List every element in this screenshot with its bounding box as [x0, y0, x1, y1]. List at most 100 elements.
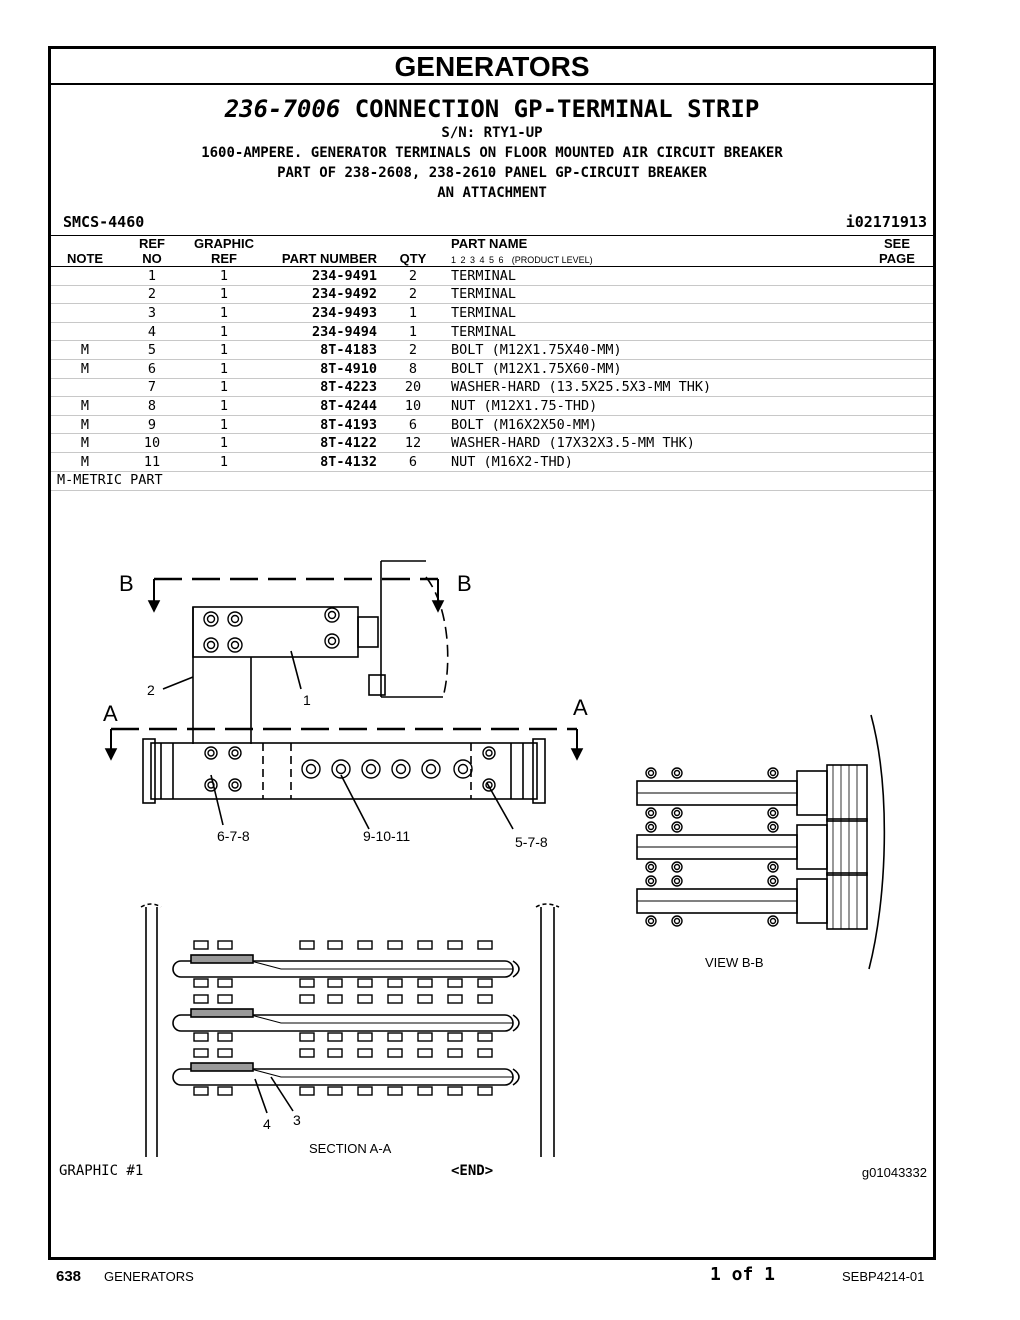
bolt-icon: [227, 637, 243, 653]
row-part-name: WASHER-HARD (17X32X3.5-MM THK): [445, 433, 861, 453]
section-title: GENERATORS: [51, 49, 933, 85]
bolt-icon: [357, 1032, 373, 1042]
row-ref-no: 7: [119, 378, 185, 398]
row-graphic-ref: 1: [185, 396, 263, 416]
metric-note: M-METRIC PART: [51, 472, 933, 491]
bolt-icon: [387, 994, 403, 1004]
bolt-icon: [477, 1048, 493, 1058]
bolt-icon: [769, 863, 777, 871]
bolt-icon: [327, 994, 343, 1004]
row-qty: 6: [381, 452, 445, 472]
bolt-icon: [301, 759, 321, 779]
bolt-icon: [217, 940, 233, 950]
bolt-icon: [673, 769, 681, 777]
row-qty: 2: [381, 340, 445, 360]
bolt-icon: [477, 1032, 493, 1042]
bolt-icon: [230, 640, 240, 650]
bolt-icon: [206, 640, 216, 650]
bolt-icon: [193, 1048, 209, 1058]
row-graphic-ref: 1: [185, 452, 263, 472]
bolt-icon: [767, 915, 779, 927]
bolt-icon: [767, 875, 779, 887]
row-see-page: [861, 322, 933, 342]
product-level-label: (PRODUCT LEVEL): [511, 255, 593, 265]
bolt-icon: [327, 610, 337, 620]
bolt-icon: [767, 861, 779, 873]
row-part-number: 8T-4244: [263, 396, 381, 416]
bolt-icon: [671, 767, 683, 779]
row-ref-no: 9: [119, 415, 185, 435]
bolt-icon: [228, 778, 242, 792]
col-note: NOTE: [51, 235, 119, 267]
bolt-icon: [673, 863, 681, 871]
bolt-icon: [447, 994, 463, 1004]
row-note: [51, 266, 119, 286]
row-part-number: 8T-4132: [263, 452, 381, 472]
row-note: [51, 378, 119, 398]
bolt-icon: [482, 778, 496, 792]
bolt-icon: [387, 1032, 403, 1042]
bolt-icon: [204, 778, 218, 792]
bolt-icon: [647, 863, 655, 871]
row-note: M: [51, 396, 119, 416]
description-line: AN ATTACHMENT: [437, 185, 547, 201]
bolt-icon: [417, 994, 433, 1004]
bolt-icon: [417, 978, 433, 988]
row-qty: 6: [381, 415, 445, 435]
bolt-icon: [645, 861, 657, 873]
row-note: [51, 303, 119, 323]
bolt-icon: [425, 763, 437, 775]
bolt-icon: [391, 759, 411, 779]
bolt-icon: [357, 1048, 373, 1058]
footer-section: GENERATORS: [104, 1269, 194, 1284]
bolt-icon: [331, 759, 351, 779]
bolt-icon: [647, 823, 655, 831]
bolt-icon: [671, 807, 683, 819]
bolt-icon: [477, 940, 493, 950]
row-part-number: 8T-4193: [263, 415, 381, 435]
bolt-icon: [671, 821, 683, 833]
bolt-icon: [647, 917, 655, 925]
row-part-name: TERMINAL: [445, 285, 861, 305]
bolt-icon: [673, 823, 681, 831]
group-name: CONNECTION GP-TERMINAL STRIP: [354, 95, 760, 123]
bolt-icon: [769, 809, 777, 817]
bolt-icon: [230, 614, 240, 624]
footer-page-count: 1 of 1: [710, 1264, 776, 1285]
bolt-icon: [485, 781, 493, 789]
bolt-icon: [324, 607, 340, 623]
bolt-icon: [767, 807, 779, 819]
callout-2: 2: [147, 682, 155, 698]
bolt-icon: [645, 915, 657, 927]
row-qty: 20: [381, 378, 445, 398]
bolt-icon: [231, 781, 239, 789]
bolt-icon: [477, 994, 493, 1004]
row-part-number: 234-9491: [263, 266, 381, 286]
row-ref-no: 1: [119, 266, 185, 286]
bolt-icon: [193, 1086, 209, 1096]
row-graphic-ref: 1: [185, 303, 263, 323]
bolt-icon: [673, 809, 681, 817]
row-see-page: [861, 433, 933, 453]
bolt-icon: [477, 978, 493, 988]
description-line: 1600-AMPERE. GENERATOR TERMINALS ON FLOO…: [201, 145, 783, 161]
bolt-icon: [207, 749, 215, 757]
bolt-icon: [447, 1086, 463, 1096]
bolt-icon: [327, 978, 343, 988]
row-part-number: 234-9492: [263, 285, 381, 305]
row-ref-no: 3: [119, 303, 185, 323]
bolt-icon: [671, 861, 683, 873]
bolt-icon: [207, 781, 215, 789]
row-ref-no: 2: [119, 285, 185, 305]
row-note: [51, 322, 119, 342]
callout-1: 1: [303, 692, 311, 708]
